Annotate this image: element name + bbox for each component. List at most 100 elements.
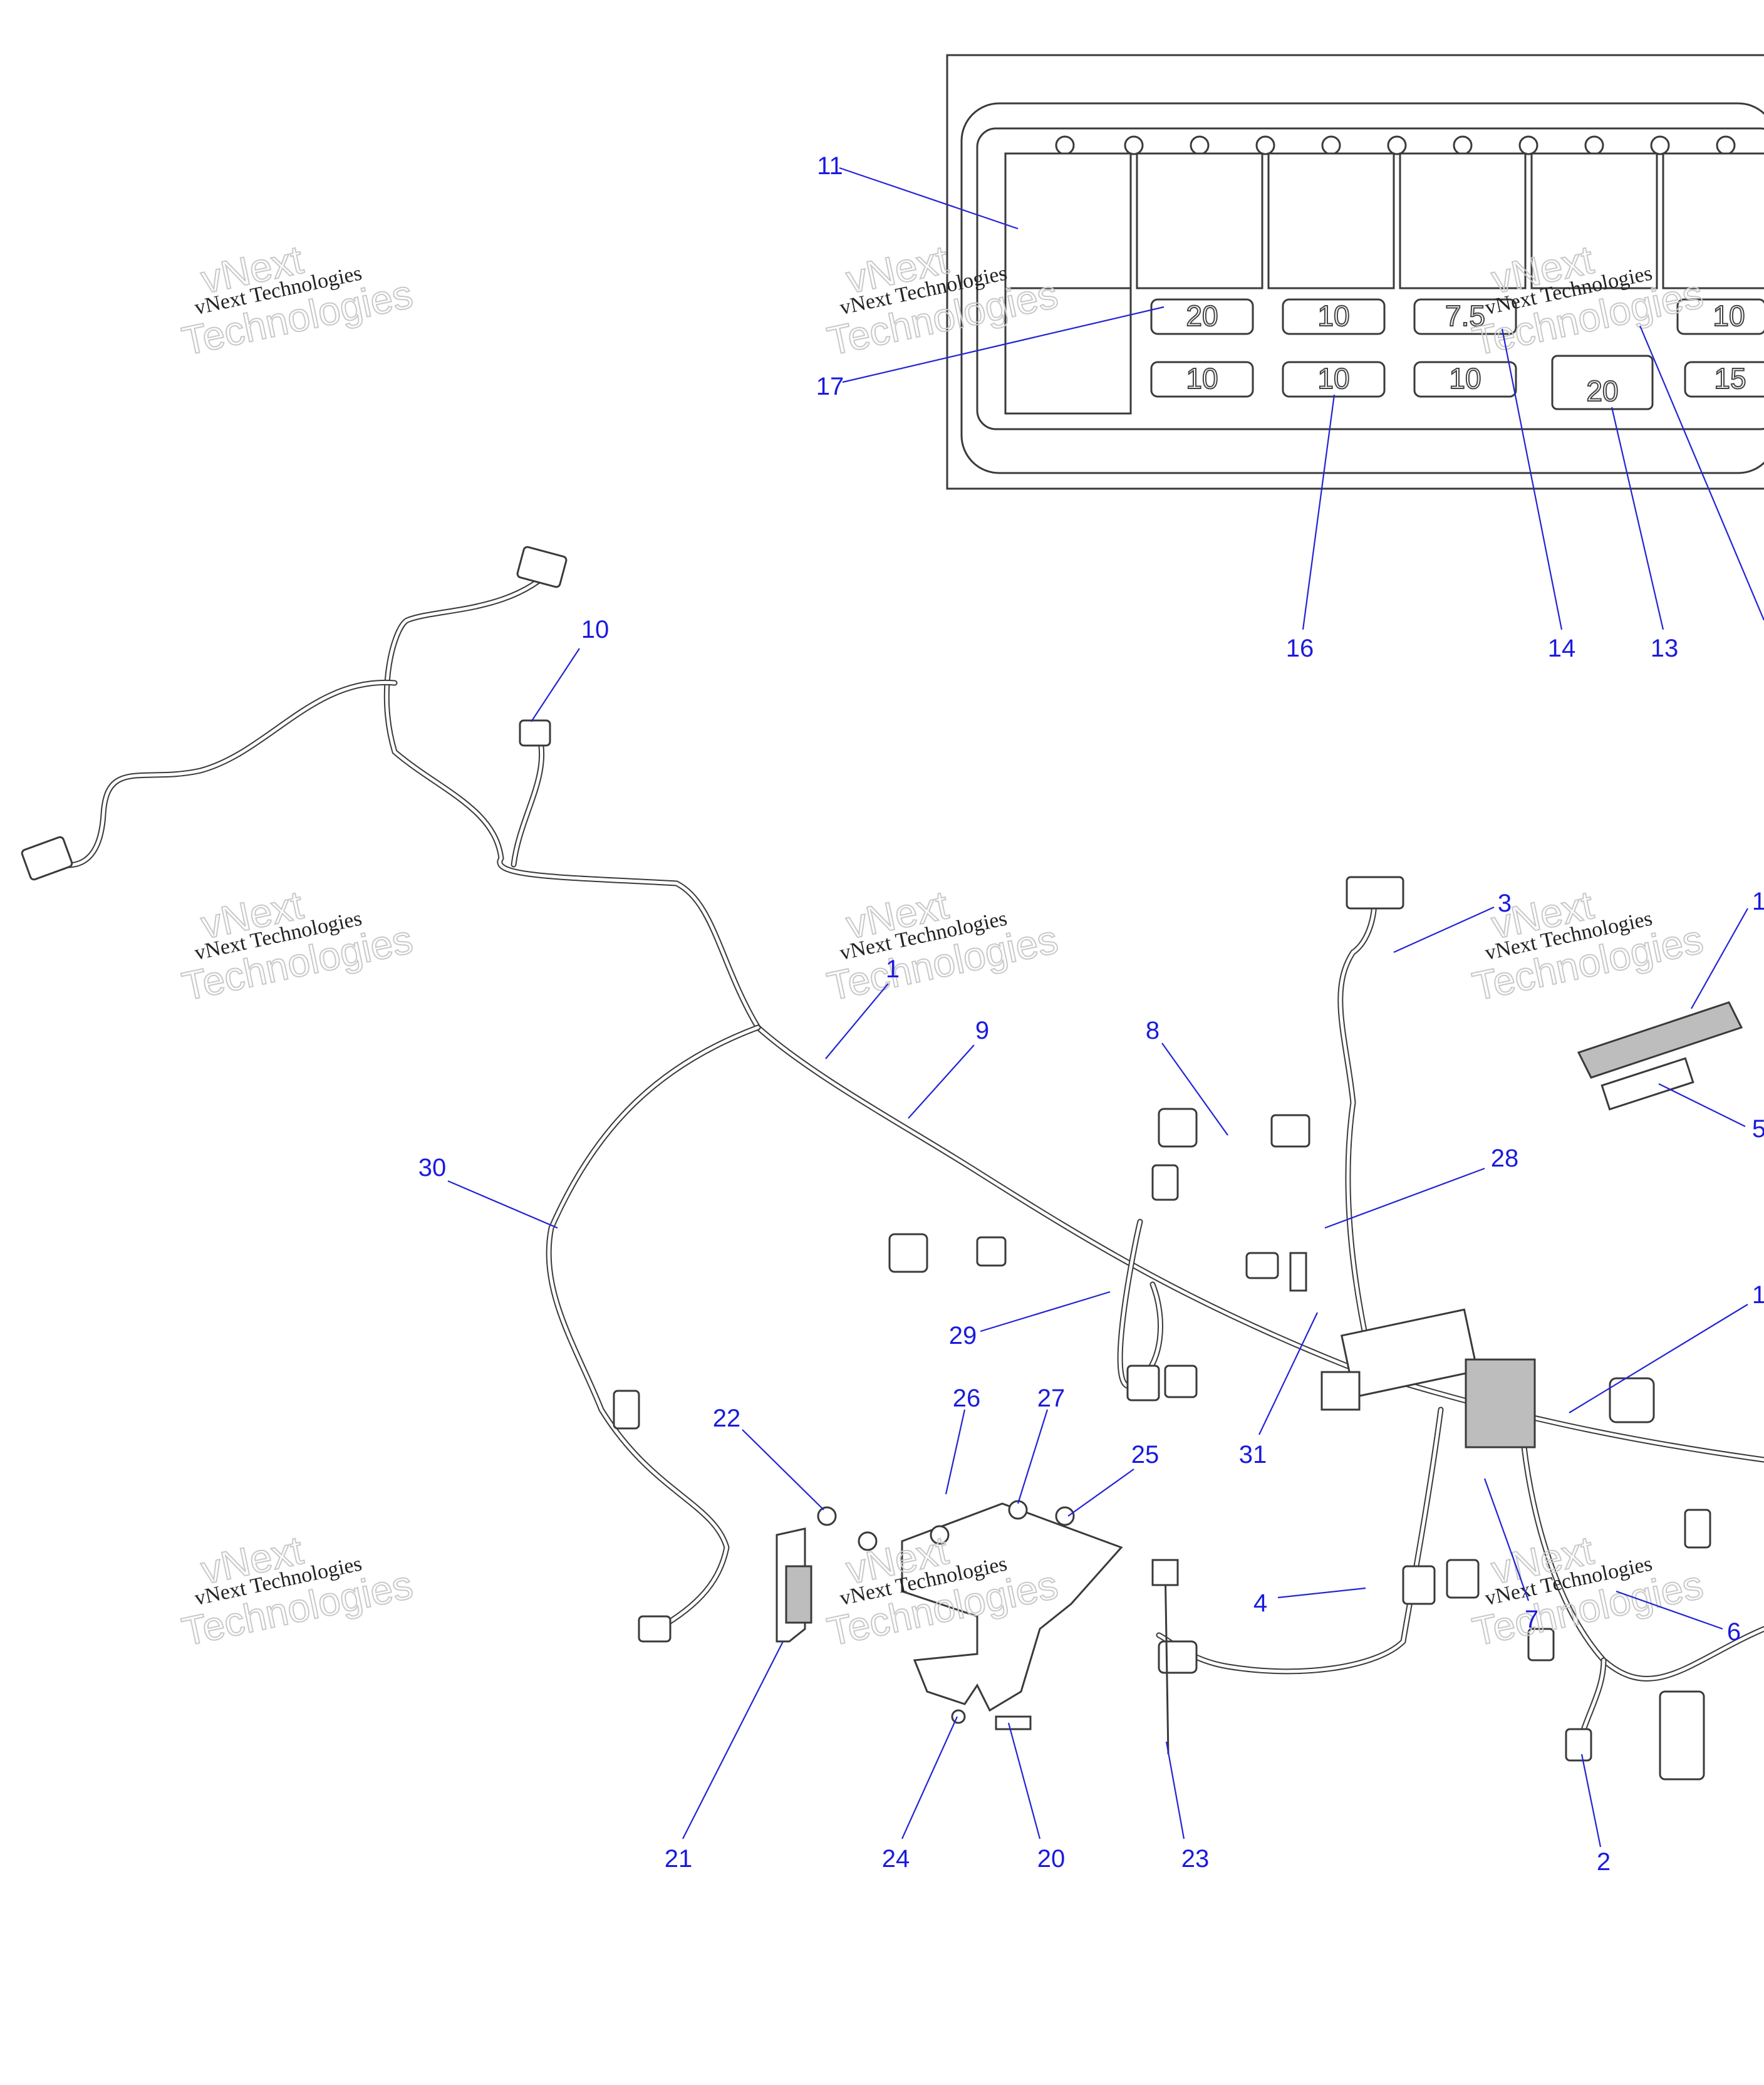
relay-bracket: [776, 1506, 878, 1643]
connector: [1609, 1377, 1655, 1423]
connector: [1446, 1559, 1480, 1599]
connector: [1684, 1509, 1711, 1549]
callout-5: 5: [1658, 1083, 1764, 1143]
callout-21: 21: [665, 1641, 784, 1873]
callout-13: 13: [1611, 407, 1679, 662]
fuse-rating: 7.5: [1445, 299, 1485, 332]
watermark-tile: vNext vNext Technologies Technologies: [822, 881, 1062, 1010]
callout-25: 25: [1067, 1441, 1160, 1517]
callout-23: 23: [1165, 1741, 1210, 1873]
callout-label: 2: [1597, 1848, 1611, 1876]
connector: [1527, 1628, 1555, 1661]
callout-11: 11: [817, 152, 1019, 230]
callout-label: 6: [1727, 1618, 1741, 1646]
callout-label: 23: [1181, 1845, 1210, 1873]
fuse-10: [1282, 298, 1386, 335]
connector: [888, 1233, 928, 1273]
watermark-tile: vNext vNext Technologies Technologies: [177, 236, 417, 365]
callout-label: 20: [1037, 1845, 1066, 1873]
junction-box: [1320, 1308, 1536, 1448]
sensor: [1289, 1252, 1307, 1292]
fuse-10: [1413, 361, 1517, 398]
fuse-rating: 20: [1186, 299, 1218, 332]
callout-17: 17: [816, 306, 1165, 400]
watermark-tile: vNext vNext Technologies Technologies: [1468, 881, 1707, 1010]
callout-label: 29: [949, 1322, 977, 1349]
callout-28: 28: [1324, 1145, 1518, 1229]
callout-label: 8: [1146, 1017, 1160, 1044]
callout-label: 21: [665, 1845, 693, 1873]
bolt: [930, 1525, 950, 1545]
main-wire-harness: [47, 561, 1764, 1751]
fuse-row-lower: 10 10 10 20 15: [1150, 355, 1764, 410]
callout-fuse-right: [1639, 325, 1764, 621]
callout-label: 7: [1525, 1606, 1538, 1633]
harness-connectors: [21, 546, 1711, 1781]
callout-label: 13: [1651, 635, 1679, 662]
callout-7: 7: [1483, 1478, 1538, 1633]
connector: [1245, 1252, 1279, 1279]
callout-8: 8: [1146, 1017, 1228, 1136]
nut: [951, 1709, 966, 1724]
fuse-15: [1684, 361, 1764, 398]
connector: [1158, 1640, 1198, 1674]
callout-label: 16: [1286, 635, 1314, 662]
fuse-rating: 15: [1714, 362, 1746, 395]
fuse-7-5: [1413, 298, 1517, 335]
watermark-tile: vNext vNext Technologies Technologies: [177, 881, 417, 1010]
callout-label: 11: [817, 152, 843, 180]
callout-label: 25: [1131, 1441, 1160, 1469]
callout-label: 10: [581, 616, 610, 643]
connector: [1270, 1114, 1310, 1148]
callout-2: 2: [1580, 1754, 1611, 1876]
callout-30: 30: [418, 1154, 558, 1229]
fuse-rating: 10: [1186, 362, 1218, 395]
mounting-bracket: [901, 1500, 1123, 1730]
fuse-rating: 10: [1449, 362, 1481, 395]
connector: [21, 836, 73, 881]
relay-row: [1004, 152, 1764, 415]
connector: [1346, 876, 1404, 910]
callout-label: 31: [1239, 1441, 1267, 1469]
callout-26: 26: [945, 1385, 980, 1495]
callout-label: 27: [1037, 1385, 1066, 1412]
callout-29: 29: [949, 1291, 1111, 1349]
callout-16: 16: [1286, 394, 1336, 662]
cable-tie: [1151, 1559, 1179, 1755]
callout-10: 10: [531, 616, 609, 722]
callout-1-right-mid: 1: [1569, 1281, 1764, 1413]
connector: [1151, 1164, 1179, 1201]
bolt: [1055, 1506, 1075, 1526]
callout-label: 24: [882, 1845, 910, 1873]
callout-1-right-top: 1: [1691, 888, 1764, 1009]
fuse-box-clips: [1055, 135, 1736, 155]
connector: [1158, 1108, 1198, 1148]
screw: [858, 1531, 878, 1551]
watermark-tile: vNext vNext Technologies Technologies: [177, 1527, 417, 1655]
connector: [1659, 1690, 1705, 1781]
callout-27: 27: [1017, 1385, 1066, 1504]
callout-4: 4: [1253, 1587, 1366, 1617]
bolt: [1008, 1500, 1028, 1520]
callout-22: 22: [713, 1405, 824, 1510]
callout-label: 30: [418, 1154, 447, 1182]
connector: [1402, 1565, 1436, 1605]
callout-label: 1: [886, 955, 900, 983]
connector: [1565, 1728, 1592, 1762]
connector: [1164, 1365, 1198, 1398]
callout-20: 20: [1007, 1722, 1066, 1873]
fuse-10: [1150, 361, 1254, 398]
callout-label: 9: [975, 1017, 989, 1044]
callout-3: 3: [1393, 890, 1512, 954]
callout-label: 3: [1498, 890, 1512, 917]
callout-31: 31: [1239, 1312, 1318, 1469]
fuse-row-upper: 20 10 7.5 10: [1150, 298, 1764, 335]
callout-label: 4: [1253, 1589, 1267, 1617]
fuse-rating: 10: [1317, 362, 1349, 395]
connector: [638, 1615, 672, 1643]
connector: [1126, 1365, 1160, 1401]
callout-label: 14: [1548, 635, 1576, 662]
watermark-tile: vNext vNext Technologies Technologies: [1468, 1527, 1707, 1655]
callout-14: 14: [1501, 328, 1576, 662]
